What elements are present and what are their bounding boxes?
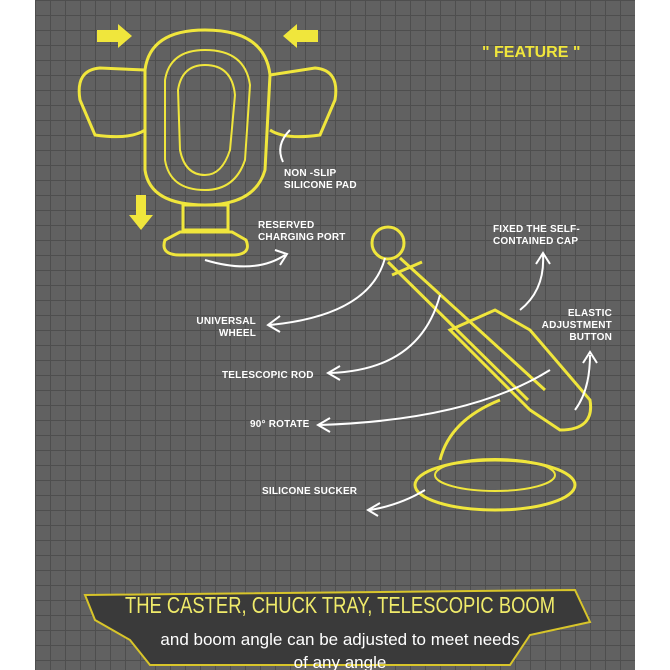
- label-universal-wheel: UNIVERSAL WHEEL: [190, 316, 256, 340]
- label-silicone-sucker: SILICONE SUCKER: [262, 486, 358, 497]
- label-line: CHARGING PORT: [258, 232, 346, 243]
- arrow-right-icon: [97, 24, 132, 48]
- banner-subtitle-line2: of any angle: [293, 653, 387, 670]
- phone-holder-drawing: [77, 28, 338, 257]
- label-charging-port: RESERVED CHARGING PORT: [258, 220, 346, 244]
- label-line: RESERVED: [258, 220, 315, 231]
- arrow-down-icon: [129, 195, 153, 230]
- banner-subtitle-line1: and boom angle can be adjusted to meet n…: [160, 630, 520, 649]
- label-self-contained-cap: FIXED THE SELF- CONTAINED CAP: [493, 224, 580, 248]
- callout-arrows: [204, 129, 598, 517]
- label-line: CONTAINED CAP: [493, 236, 579, 247]
- label-line: NON -SLIP: [284, 168, 337, 179]
- feature-heading: " FEATURE ": [482, 44, 581, 61]
- label-line: SILICONE PAD: [284, 180, 357, 191]
- banner-title: THE CASTER, CHUCK TRAY, TELESCOPIC BOOM: [124, 592, 556, 618]
- label-line: ELASTIC: [567, 308, 612, 319]
- arrow-left-icon: [283, 24, 318, 48]
- label-line: ADJUSTMENT: [541, 320, 612, 331]
- label-line: WHEEL: [218, 328, 256, 339]
- direction-arrows: [97, 24, 318, 230]
- label-non-slip-pad: NON -SLIP SILICONE PAD: [284, 168, 357, 192]
- label-90-rotate: 90° ROTATE: [250, 419, 310, 430]
- label-line: UNIVERSAL: [196, 316, 256, 327]
- label-line: BUTTON: [569, 332, 612, 343]
- label-line: FIXED THE SELF-: [493, 224, 580, 235]
- banner-shape: [83, 588, 592, 666]
- label-elastic-button: ELASTIC ADJUSTMENT BUTTON: [536, 308, 612, 344]
- suction-mount-drawing: [370, 225, 593, 512]
- label-telescopic-rod: TELESCOPIC ROD: [222, 370, 314, 381]
